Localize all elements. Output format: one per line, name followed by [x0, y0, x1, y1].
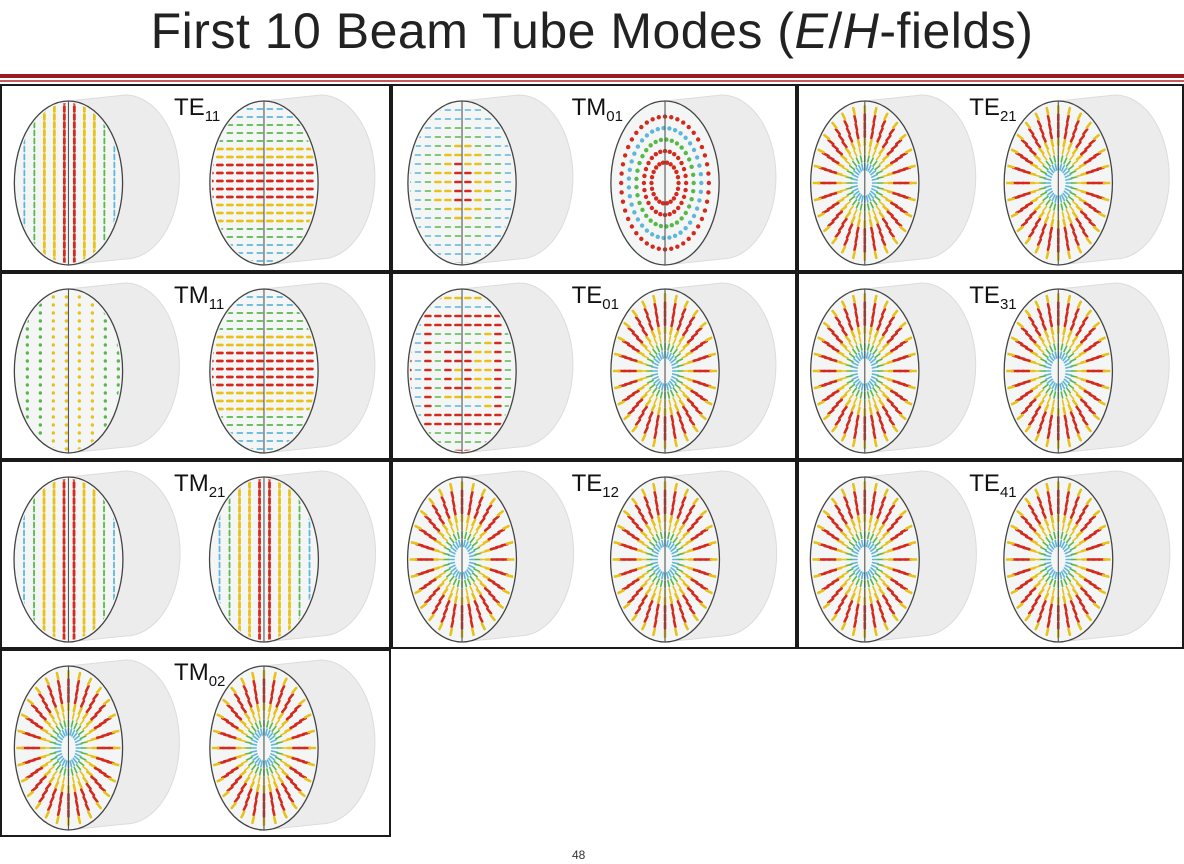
mode-panel: TE01 [391, 272, 797, 460]
mode-type: TM [174, 470, 209, 497]
mode-label: TE12 [572, 470, 619, 501]
slide-title: First 10 Beam Tube Modes (E/H-fields) [0, 2, 1184, 60]
mode-index: 11 [204, 108, 221, 125]
mode-type: TE [969, 282, 1000, 309]
mode-type: TE [571, 470, 603, 497]
mode-index: 11 [208, 296, 225, 313]
mode-label: TM11 [174, 282, 224, 313]
mode-field-plot [407, 94, 777, 266]
field-arrows [1005, 480, 1111, 639]
field-arrows [211, 669, 317, 827]
field-arrows [409, 480, 515, 639]
title-h-field: H [842, 3, 880, 59]
mode-field-plot [809, 470, 1171, 643]
title-underline-dark [0, 74, 1184, 78]
mode-label: TM02 [174, 659, 225, 690]
field-arrows [1006, 292, 1111, 450]
mode-type: TE [571, 282, 603, 309]
mode-index: 21 [999, 108, 1017, 125]
field-arrows [618, 114, 712, 252]
mode-type: TM [174, 282, 209, 309]
mode-label: TE41 [969, 470, 1016, 501]
mode-field-plot [406, 470, 778, 643]
mode-field-plot [13, 282, 376, 454]
mode-index: 02 [208, 673, 226, 690]
mode-index: 31 [999, 296, 1017, 313]
mode-panel: TE11 [0, 84, 391, 272]
mode-panel: TE21 [797, 84, 1184, 272]
mode-label: TM21 [174, 470, 225, 501]
mode-type: TM [571, 94, 607, 121]
mode-index: 21 [208, 484, 226, 501]
mode-type: TE [174, 94, 205, 121]
mode-panel: TM01 [391, 84, 797, 272]
title-underline-light [0, 80, 1184, 82]
mode-label: TE21 [969, 94, 1016, 125]
mode-type: TM [174, 659, 209, 686]
mode-type: TE [969, 470, 1000, 497]
mode-field-plot [810, 282, 1170, 454]
mode-panel: TM02 [0, 649, 391, 837]
mode-field-plot [407, 282, 777, 454]
mode-index: 12 [602, 484, 619, 501]
title-main: First 10 Beam Tube Modes ( [150, 3, 795, 59]
title-tail: -fields) [879, 3, 1034, 59]
mode-index: 01 [602, 296, 619, 313]
field-arrows [16, 669, 121, 827]
page-number: 48 [572, 848, 586, 862]
mode-panel: TE41 [797, 460, 1184, 649]
mode-panel: TM21 [0, 460, 391, 649]
field-arrows [218, 479, 311, 640]
mode-field-plot [810, 94, 1170, 266]
field-arrows [812, 292, 917, 450]
mode-label: TE11 [174, 94, 220, 125]
mode-field-plot [13, 659, 376, 831]
title-slash: / [828, 3, 843, 59]
mode-field-plot [13, 470, 377, 643]
field-arrows [409, 296, 512, 451]
mode-index: 01 [606, 108, 623, 125]
mode-label: TE01 [572, 282, 619, 313]
mode-panel: TE31 [797, 272, 1184, 460]
mode-type: TE [969, 94, 1000, 121]
mode-panel: TE12 [391, 460, 797, 649]
field-arrows [1006, 104, 1111, 262]
mode-index: 41 [999, 484, 1017, 501]
mode-label: TE31 [969, 282, 1016, 313]
title-e-field: E [794, 3, 829, 59]
mode-label: TM01 [572, 94, 623, 125]
mode-panel: TM11 [0, 272, 391, 460]
mode-field-plot [13, 94, 376, 266]
